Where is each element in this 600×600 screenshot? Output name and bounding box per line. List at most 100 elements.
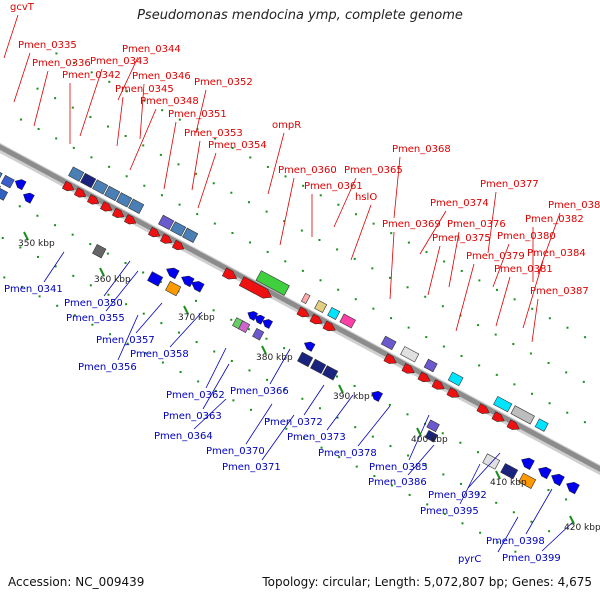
gridline-dot [355, 465, 358, 468]
leader-line-reverse [407, 444, 435, 476]
gene-label-forward: Pmen_0352 [194, 77, 253, 88]
gene-box-forward [92, 179, 109, 195]
gene-label-forward: Pmen_0348 [140, 96, 199, 107]
gridline-dot [249, 241, 252, 244]
gene-arrow-reverse [262, 319, 273, 329]
gene-arrow-forward [476, 403, 490, 414]
gridline-dot [371, 435, 374, 438]
leader-line-reverse [169, 311, 203, 348]
gene-label-forward: Pmen_0346 [132, 71, 191, 82]
gridline-dot [54, 265, 57, 268]
gene-box-reverse [238, 320, 251, 333]
gridline-dot [531, 307, 534, 310]
gene-arrow-reverse [166, 267, 180, 280]
gene-box-forward [300, 292, 311, 304]
gridline-dot [318, 239, 321, 242]
gridline-dot [300, 229, 303, 232]
gridline-dot [1, 237, 4, 240]
leader-line-reverse [261, 414, 295, 461]
gridline-dot [142, 271, 145, 274]
gridline-dot [390, 317, 393, 320]
gridline-dot [513, 383, 516, 386]
gridline-dot [161, 361, 164, 364]
scale-tick [183, 305, 189, 315]
gridline-dot [496, 541, 499, 544]
leader-line-forward [495, 276, 511, 327]
leader-line-forward [33, 70, 49, 127]
leader-line-reverse [357, 405, 391, 447]
leader-line-forward [117, 56, 139, 101]
gridline-dot [478, 364, 481, 367]
gridline-dot [72, 274, 75, 277]
gridline-dot [108, 80, 111, 83]
gridline-dot [478, 279, 481, 282]
gene-box-reverse [147, 271, 164, 287]
gridline-dot [284, 175, 287, 178]
gene-box-forward [116, 192, 133, 208]
gene-box-reverse [426, 419, 440, 433]
gene-label-forward: Pmen_0369 [382, 219, 441, 230]
gridline-dot [424, 463, 427, 466]
gridline-dot [320, 446, 323, 449]
gridline-dot [530, 520, 533, 523]
leader-line-forward [537, 212, 561, 275]
gridline-dot [353, 384, 356, 387]
gene-box-reverse [252, 327, 265, 341]
gene-box-reverse [482, 453, 501, 470]
gridline-dot [389, 445, 392, 448]
gridline-dot [249, 156, 252, 159]
gene-label-reverse: Pmen_0371 [222, 462, 281, 473]
scale-tick [338, 384, 344, 394]
gridline-dot [582, 380, 585, 383]
scale-label: 380 kbp [256, 353, 293, 363]
leader-line-forward [197, 152, 217, 209]
leader-line-forward [267, 132, 285, 195]
gene-label-reverse: pyrC [458, 554, 481, 565]
gridline-dot [441, 432, 444, 435]
gene-label-reverse: Pmen_0373 [287, 432, 346, 443]
gene-label-reverse: Pmen_0341 [4, 284, 63, 295]
gridline-dot [161, 109, 164, 112]
gridline-dot [301, 269, 304, 272]
gridline-dot [159, 153, 162, 156]
gridline-dot [460, 354, 463, 357]
gridline-dot [426, 503, 429, 506]
gene-box-forward [170, 221, 187, 237]
gene-arrow-forward [431, 379, 445, 390]
gene-label-reverse: Pmen_0356 [78, 362, 137, 373]
gridline-dot [248, 369, 251, 372]
gridline-dot [584, 336, 587, 339]
gene-arrow-forward [296, 306, 310, 318]
gridline-dot [36, 214, 39, 217]
gridline-dot [337, 288, 340, 291]
gene-label-forward: Pmen_0354 [208, 140, 267, 151]
gene-label-forward: Pmen_0376 [447, 219, 506, 230]
gridline-dot [106, 252, 109, 255]
gene-label-reverse: Pmen_0370 [206, 446, 265, 457]
gridline-dot [71, 106, 74, 109]
leader-line-reverse [135, 302, 163, 334]
gene-label-reverse: Pmen_0350 [64, 298, 123, 309]
gene-box-reverse [518, 472, 537, 489]
gridline-dot [126, 342, 129, 345]
gridline-dot [548, 530, 551, 533]
gene-box-forward [158, 214, 175, 231]
gene-label-reverse: Pmen_0355 [66, 313, 125, 324]
gene-arrow-forward [159, 233, 173, 244]
leader-line-reverse [117, 314, 139, 361]
gridline-dot [285, 427, 288, 430]
leader-line-reverse [193, 398, 227, 430]
gene-label-forward: hslO [355, 192, 377, 203]
gene-label-forward: Pmen_0380 [497, 231, 556, 242]
gene-box-forward [400, 346, 420, 363]
gene-box-forward [339, 313, 356, 329]
leader-line-reverse [303, 384, 325, 416]
gridline-dot [424, 295, 427, 298]
gridline-dot [230, 359, 233, 362]
leader-line-reverse [202, 363, 230, 410]
gene-arrow-forward [61, 180, 75, 192]
scale-tick [261, 345, 267, 355]
gridline-dot [441, 305, 444, 308]
gene-label-reverse: Pmen_0398 [486, 536, 545, 547]
